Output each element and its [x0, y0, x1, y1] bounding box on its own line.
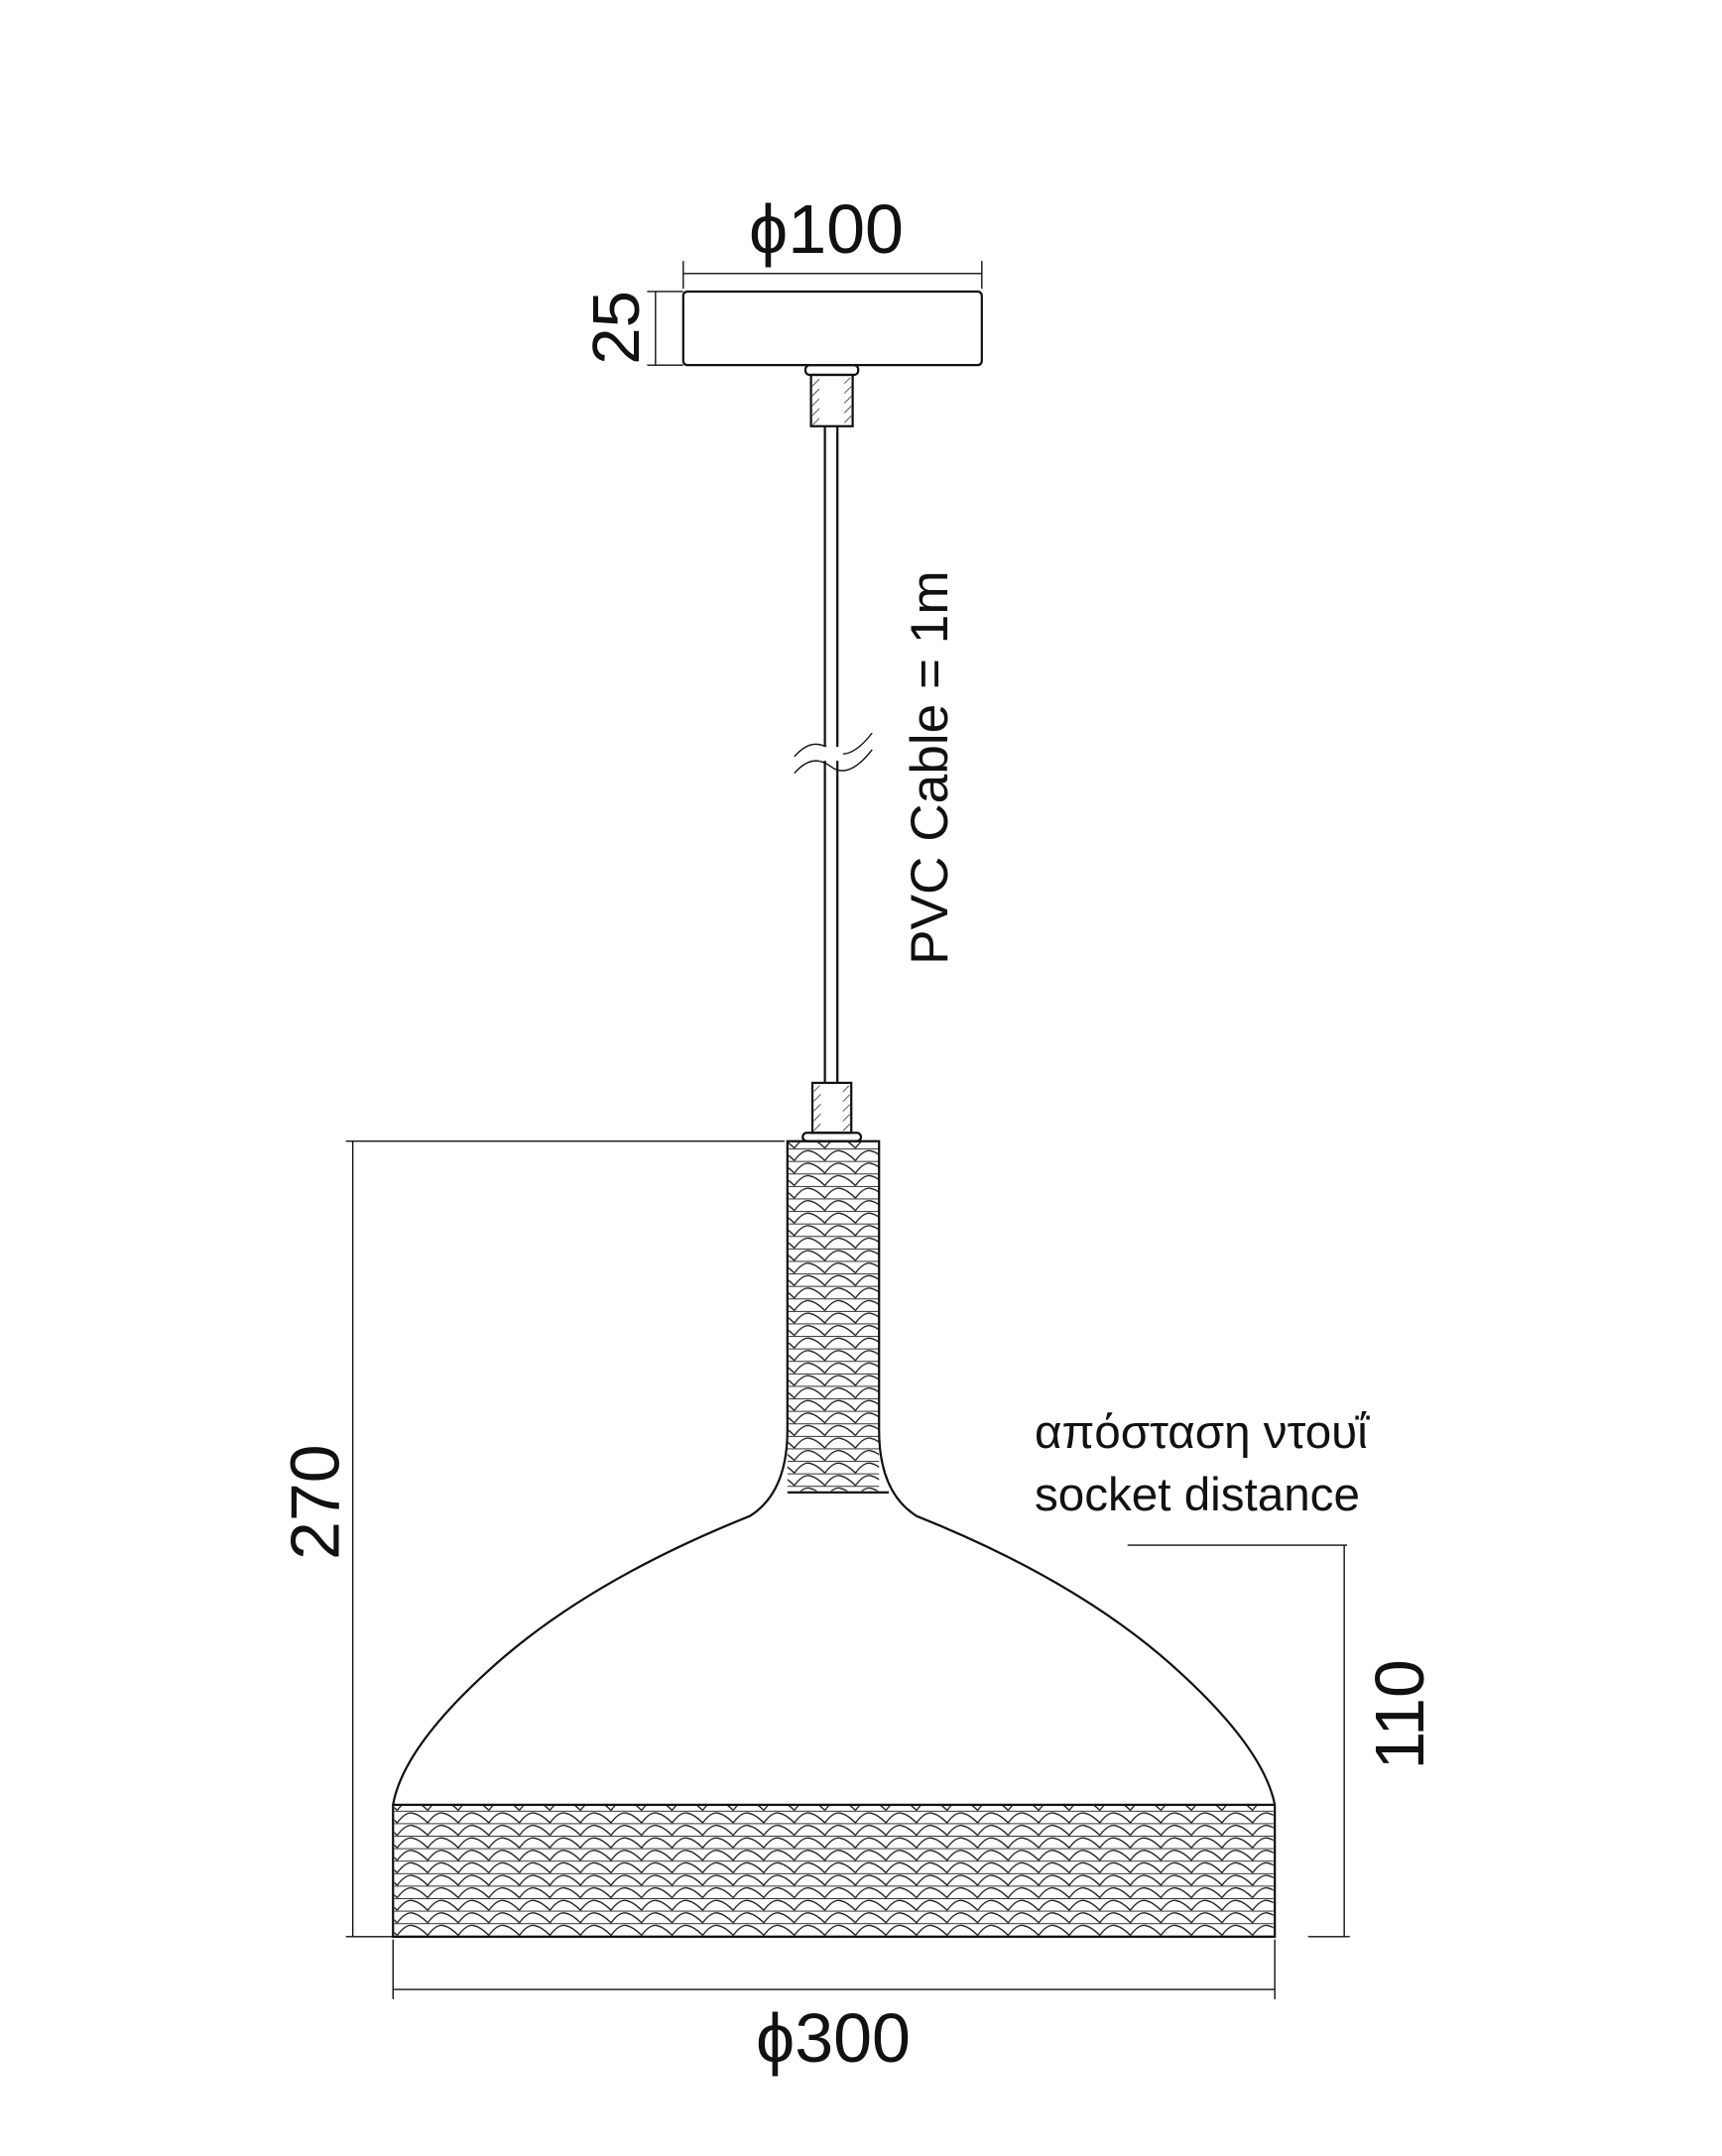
socket-distance-label: 110 [1361, 1659, 1438, 1770]
shade-diameter-dimension [392, 1939, 1276, 1999]
canopy-height-dimension [647, 291, 683, 366]
canopy [681, 290, 983, 427]
lamp-connector [801, 1081, 863, 1142]
canopy-diameter-label: ϕ100 [749, 190, 904, 268]
shade-height-label: 270 [277, 1444, 354, 1560]
socket-label-english: socket distance [1035, 1469, 1360, 1521]
socket-label-greek: απόσταση ντουΐ [1035, 1406, 1370, 1459]
lamp-shade [392, 1139, 1277, 1938]
shade-diameter-label: ϕ300 [756, 1999, 911, 2077]
canopy-diameter-dimension [682, 261, 983, 290]
canopy-height-label: 25 [579, 291, 654, 365]
shade-height-dimension [345, 1139, 786, 1938]
cable-label: PVC Cable = 1m [901, 570, 959, 965]
socket-distance-dimension [1127, 1544, 1350, 1938]
cable [794, 425, 873, 1083]
